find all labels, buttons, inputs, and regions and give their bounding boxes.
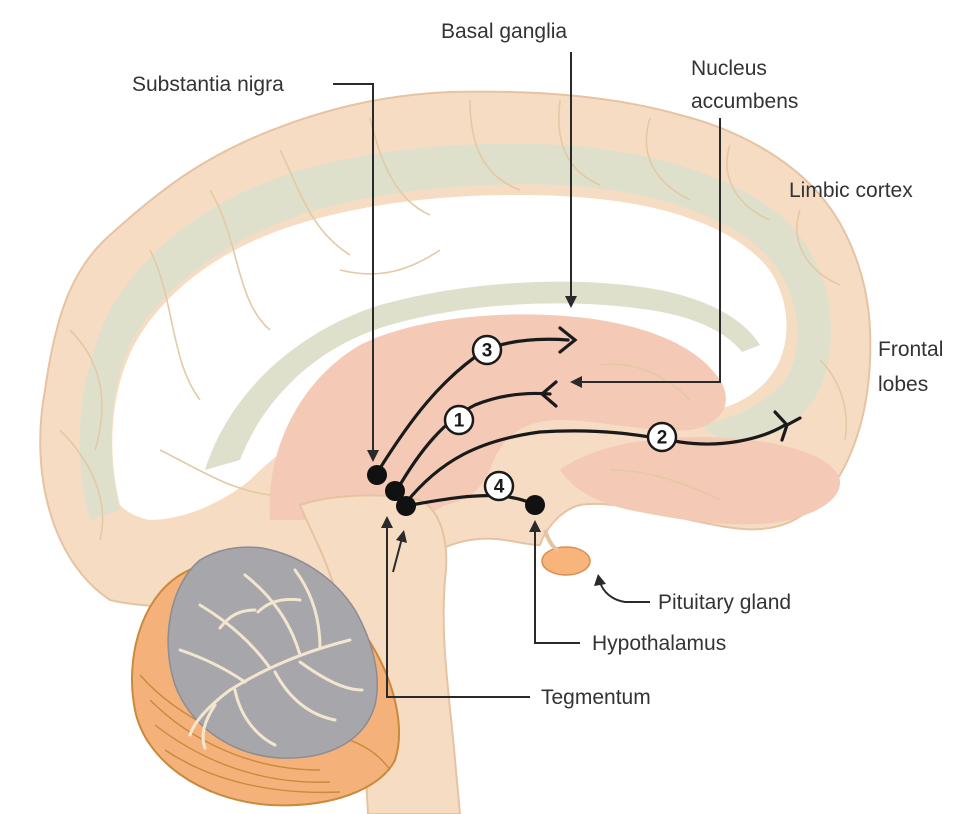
pathway-marker-4: 4	[485, 472, 513, 500]
label-frontal-lobes-line1: Frontal	[878, 338, 943, 361]
pathway-marker-2: 2	[648, 423, 676, 451]
pathway-number-4: 4	[494, 477, 505, 498]
pathway-marker-3: 3	[473, 336, 501, 364]
label-basal-ganglia: Basal ganglia	[441, 20, 567, 43]
pathway-number-2: 2	[657, 428, 668, 449]
leader-hypothalamus	[535, 527, 580, 643]
leader-pituitary-gland	[600, 582, 650, 602]
pituitary-gland-shape	[542, 547, 590, 575]
pituitary-stalk	[545, 530, 558, 550]
label-pituitary-gland: Pituitary gland	[658, 591, 791, 614]
label-hypothalamus: Hypothalamus	[592, 632, 726, 655]
temporal-lobe	[560, 437, 840, 524]
label-frontal-lobes-line2: lobes	[878, 373, 928, 396]
pathway-marker-1: 1	[445, 406, 473, 434]
arrowhead-pituitary-gland	[594, 574, 606, 586]
nucleus-dot-substantia-nigra	[367, 465, 387, 485]
pathway-number-3: 3	[482, 341, 493, 362]
label-limbic-cortex: Limbic cortex	[789, 179, 913, 202]
nucleus-dot-tegmentum	[396, 496, 416, 516]
nucleus-dot-hypothalamus	[525, 495, 545, 515]
label-nucleus-accumbens-line1: Nucleus	[691, 57, 767, 80]
label-tegmentum: Tegmentum	[541, 686, 651, 709]
label-nucleus-accumbens-line2: accumbens	[691, 90, 798, 113]
label-substantia-nigra: Substantia nigra	[132, 73, 284, 96]
pathway-number-1: 1	[454, 411, 465, 432]
